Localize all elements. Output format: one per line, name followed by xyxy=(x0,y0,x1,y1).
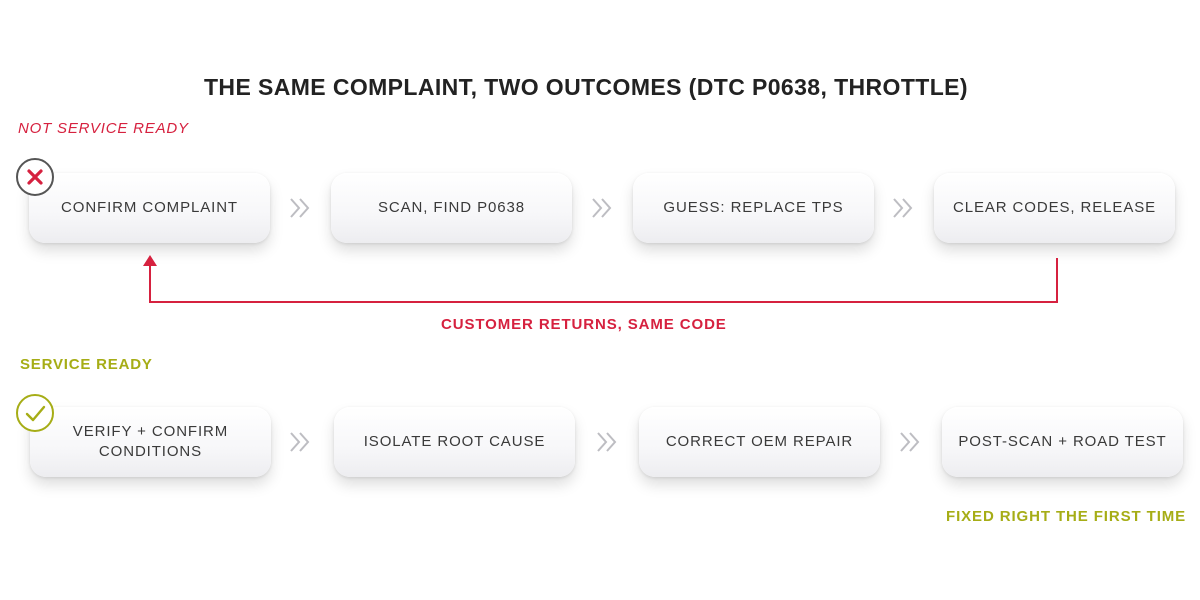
customer-returns-label: CUSTOMER RETURNS, SAME CODE xyxy=(441,316,727,333)
not-service-ready-label: NOT SERVICE READY xyxy=(18,120,189,137)
bad-step-label-4: CLEAR CODES, RELEASE xyxy=(952,199,1157,216)
double-chevron-icon xyxy=(893,198,913,218)
arrow-head-icon xyxy=(143,255,157,266)
bad-step-label-1: CONFIRM COMPLAINT xyxy=(61,199,238,216)
good-step-card-4: POST-SCAN + ROAD TEST xyxy=(942,407,1183,477)
service-ready-label: SERVICE READY xyxy=(20,356,153,373)
double-chevron-icon xyxy=(900,432,920,452)
good-step-label-3: CORRECT OEM REPAIR xyxy=(665,433,854,450)
good-step-card-2: ISOLATE ROOT CAUSE xyxy=(334,407,575,477)
double-chevron-icon xyxy=(592,198,612,218)
double-chevron-icon xyxy=(597,432,617,452)
good-step-card-3: CORRECT OEM REPAIR xyxy=(639,407,880,477)
good-step-label-1: VERIFY + CONFIRM CONDITIONS xyxy=(72,423,229,460)
fixed-first-time-label: FIXED RIGHT THE FIRST TIME xyxy=(946,508,1187,525)
bad-step-label-3: GUESS: REPLACE TPS xyxy=(663,199,844,216)
double-chevron-icon xyxy=(290,198,310,218)
double-chevron-icon xyxy=(290,432,310,452)
bad-step-label-2: SCAN, FIND P0638 xyxy=(378,199,525,216)
diagram-title: THE SAME COMPLAINT, TWO OUTCOMES (DTC P0… xyxy=(203,74,968,100)
checkmark-icon xyxy=(16,394,54,432)
good-step-label-2: ISOLATE ROOT CAUSE xyxy=(363,433,546,450)
bad-step-card-2: SCAN, FIND P0638 xyxy=(331,173,572,243)
bad-step-card-4: CLEAR CODES, RELEASE xyxy=(934,173,1175,243)
good-step-card-1: VERIFY + CONFIRM CONDITIONS xyxy=(30,407,271,477)
good-step-label-4: POST-SCAN + ROAD TEST xyxy=(958,433,1167,450)
bad-step-card-1: CONFIRM COMPLAINT xyxy=(29,173,270,243)
x-mark-icon xyxy=(16,158,54,196)
bad-step-card-3: GUESS: REPLACE TPS xyxy=(633,173,874,243)
